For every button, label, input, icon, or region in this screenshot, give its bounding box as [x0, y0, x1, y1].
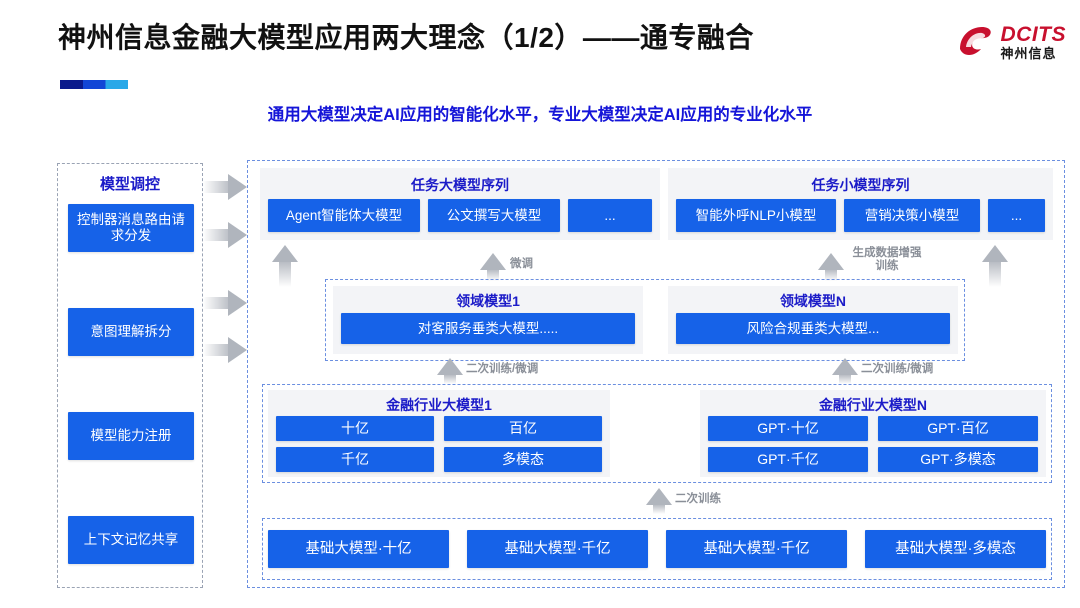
- base-model-panel: 基础大模型·十亿 基础大模型·千亿 基础大模型·千亿 基础大模型·多模态: [268, 524, 1046, 574]
- base-model-item-2[interactable]: 基础大模型·千亿: [467, 530, 648, 568]
- base-model-item-1[interactable]: 基础大模型·十亿: [268, 530, 449, 568]
- sidebar-item-controller-routing[interactable]: 控制器消息路由请求分发: [68, 204, 194, 252]
- industry-model-1-item-1[interactable]: 十亿: [276, 416, 434, 441]
- industry-model-n-item-4[interactable]: GPT·多模态: [878, 447, 1038, 472]
- connector-arrow-right-2: [203, 222, 247, 248]
- sidebar-item-context-memory-sharing[interactable]: 上下文记忆共享: [68, 516, 194, 564]
- arrow-label-retrain: 二次训练: [675, 493, 721, 505]
- arrow-up-finetune: [480, 253, 506, 281]
- task-large-model-sequence-title: 任务大模型序列: [411, 177, 509, 193]
- task-small-model-sequence-title: 任务小模型序列: [811, 177, 910, 193]
- task-large-model-sequence: 任务大模型序列 Agent智能体大模型 公文撰写大模型 ...: [260, 168, 660, 240]
- arrow-label-retrain-finetune-left: 二次训练/微调: [466, 363, 539, 375]
- domain-model-1: 领域模型1 对客服务垂类大模型.....: [333, 286, 643, 354]
- connector-arrow-right-4: [203, 337, 247, 363]
- page-title: 神州信息金融大模型应用两大理念（1/2）——通专融合: [58, 22, 754, 53]
- page-subtitle: 通用大模型决定AI应用的智能化水平，专业大模型决定AI应用的专业化水平: [267, 106, 813, 124]
- task-small-model-sequence: 任务小模型序列 智能外呼NLP小模型 营销决策小模型 ...: [668, 168, 1053, 240]
- title-underline-rule: [60, 80, 128, 89]
- arrow-up-retrain: [646, 488, 672, 514]
- industry-model-n-item-2[interactable]: GPT·百亿: [878, 416, 1038, 441]
- sidebar-item-intent-parsing[interactable]: 意图理解拆分: [68, 308, 194, 356]
- industry-model-n: 金融行业大模型N GPT·十亿 GPT·百亿 GPT·千亿 GPT·多模态: [700, 390, 1046, 477]
- task-model-small-more[interactable]: ...: [988, 199, 1045, 232]
- task-model-more[interactable]: ...: [568, 199, 652, 232]
- sidebar-item-capability-registry[interactable]: 模型能力注册: [68, 412, 194, 460]
- industry-model-n-item-1[interactable]: GPT·十亿: [708, 416, 868, 441]
- arrow-up-retrain-finetune-right: [832, 358, 858, 384]
- base-model-item-4[interactable]: 基础大模型·多模态: [865, 530, 1046, 568]
- industry-model-1-item-2[interactable]: 百亿: [444, 416, 602, 441]
- arrow-up-retrain-finetune-left: [437, 358, 463, 384]
- task-model-marketing-decision[interactable]: 营销决策小模型: [844, 199, 980, 232]
- arrow-up-data-augment: [818, 253, 844, 281]
- domain-model-1-item[interactable]: 对客服务垂类大模型.....: [341, 313, 635, 344]
- task-model-outbound-nlp[interactable]: 智能外呼NLP小模型: [676, 199, 836, 232]
- model-control-title: 模型调控: [99, 176, 160, 193]
- arrow-label-retrain-finetune-right: 二次训练/微调: [861, 363, 934, 375]
- industry-model-1: 金融行业大模型1 十亿 百亿 千亿 多模态: [268, 390, 610, 477]
- logo-english-text: DCITS: [1000, 23, 1066, 46]
- company-logo: DCITS 神州信息: [955, 22, 1067, 62]
- industry-model-1-title: 金融行业大模型1: [386, 397, 492, 413]
- domain-model-n-item[interactable]: 风险合规垂类大模型...: [676, 313, 950, 344]
- arrow-up-to-task-small-right: [982, 245, 1008, 287]
- task-model-agent[interactable]: Agent智能体大模型: [268, 199, 420, 232]
- base-model-item-3[interactable]: 基础大模型·千亿: [666, 530, 847, 568]
- logo-chinese-text: 神州信息: [1000, 46, 1057, 61]
- domain-model-frame: [325, 279, 965, 361]
- industry-model-n-title: 金融行业大模型N: [818, 397, 928, 413]
- connector-arrow-right-3: [203, 290, 247, 316]
- connector-arrow-right-1: [203, 174, 247, 200]
- industry-model-1-items: 十亿 百亿 千亿 多模态: [276, 416, 602, 472]
- domain-model-n: 领域模型N 风险合规垂类大模型...: [668, 286, 958, 354]
- industry-model-n-items: GPT·十亿 GPT·百亿 GPT·千亿 GPT·多模态: [708, 416, 1038, 472]
- task-large-model-items: Agent智能体大模型 公文撰写大模型 ...: [268, 199, 652, 232]
- arrow-label-data-augment: 生成数据增强训练: [852, 247, 922, 273]
- domain-model-1-title: 领域模型1: [456, 293, 520, 309]
- industry-model-frame: [262, 384, 1052, 483]
- industry-model-1-item-3[interactable]: 千亿: [276, 447, 434, 472]
- model-control-panel: 模型调控 控制器消息路由请求分发 意图理解拆分 模型能力注册 上下文记忆共享: [57, 163, 203, 588]
- industry-model-1-item-4[interactable]: 多模态: [444, 447, 602, 472]
- task-model-doc-writing[interactable]: 公文撰写大模型: [428, 199, 560, 232]
- base-model-frame: [262, 518, 1052, 580]
- dcits-swirl-icon: [955, 22, 995, 62]
- architecture-outer-frame: [247, 160, 1065, 588]
- industry-model-n-item-3[interactable]: GPT·千亿: [708, 447, 868, 472]
- logo-wordmark: DCITS 神州信息: [1001, 24, 1067, 60]
- arrow-label-finetune: 微调: [510, 258, 533, 270]
- base-model-items: 基础大模型·十亿 基础大模型·千亿 基础大模型·千亿 基础大模型·多模态: [268, 530, 1046, 568]
- domain-model-n-title: 领域模型N: [779, 293, 847, 309]
- arrow-up-to-task-large-left: [272, 245, 298, 287]
- task-small-model-items: 智能外呼NLP小模型 营销决策小模型 ...: [676, 199, 1045, 232]
